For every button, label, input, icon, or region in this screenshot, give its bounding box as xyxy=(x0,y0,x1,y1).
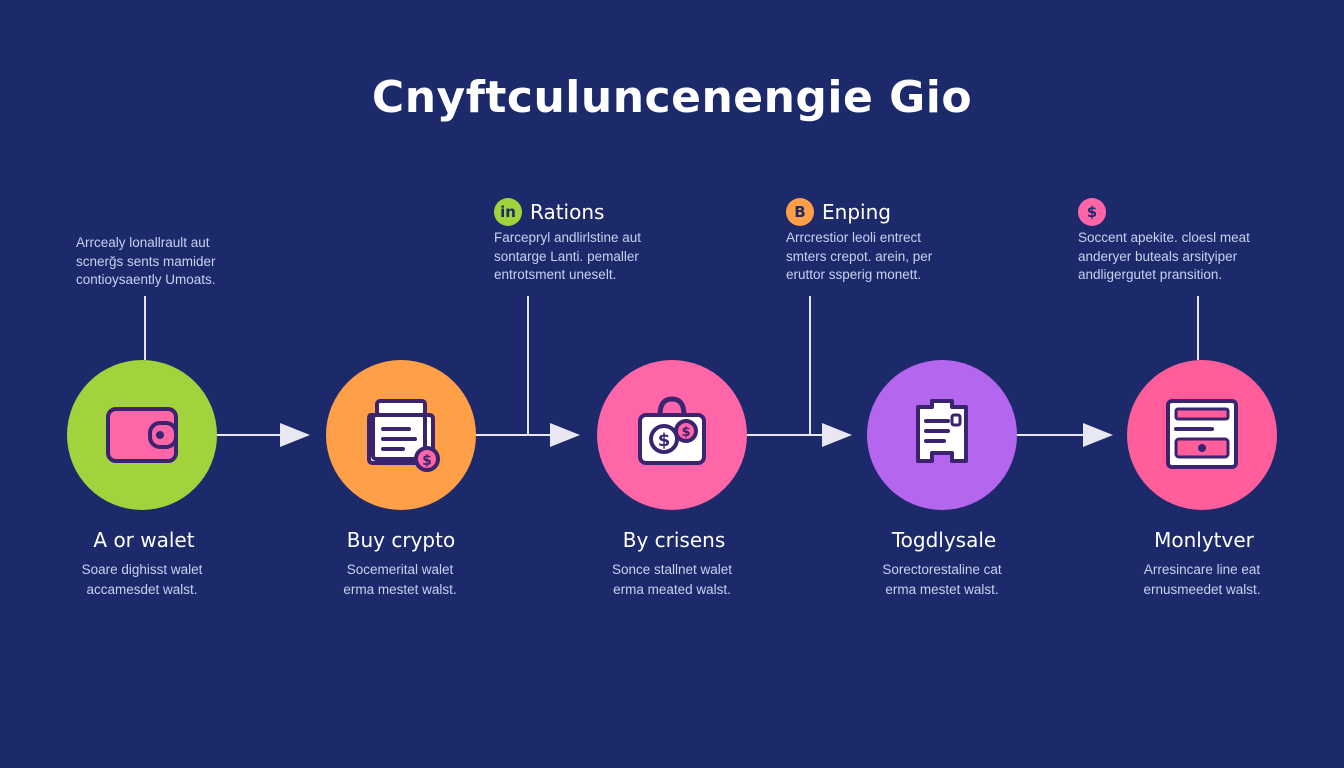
arrow-right-icon xyxy=(822,423,852,447)
step-3-circle: $ $ xyxy=(597,360,747,510)
dollar-icon: $ xyxy=(1078,198,1106,226)
callout-description: Arrcrestior leoli entrect smters crepot.… xyxy=(786,230,933,282)
callout-connector-line xyxy=(527,296,529,434)
callout-2: in Rations Farcepryl andlirlstine aut so… xyxy=(494,197,694,285)
arrow-right-icon xyxy=(550,423,580,447)
arrow-right-icon xyxy=(1083,423,1113,447)
svg-text:$: $ xyxy=(422,453,432,469)
step-4-title: Togdlysale xyxy=(891,528,997,552)
callout-connector-line xyxy=(144,296,146,360)
flow-connector xyxy=(1016,434,1111,436)
page-title: Cnyftculuncenengie Gio xyxy=(371,72,973,123)
callout-title: Enping xyxy=(822,200,891,224)
arrow-right-icon xyxy=(280,423,310,447)
step-5-description: Arresincare line eat ernusmeedet walst. xyxy=(1143,562,1261,597)
bitcoin-icon: B xyxy=(786,198,814,226)
callout-4: $ Soccent apekite. cloesl meat anderyer … xyxy=(1078,197,1298,285)
step-2-description: Socemerital walet erma mestet walst. xyxy=(343,562,457,597)
flow-connector xyxy=(476,434,576,436)
step-1-description: Soare dighisst walet accamesdet walst. xyxy=(81,562,203,597)
step-2-title: Buy crypto xyxy=(346,528,456,552)
step-1-title: A or walet xyxy=(93,528,195,552)
document-coin-icon: $ xyxy=(367,399,440,472)
callout-1: Arrcealy lonallrault aut scnerğs sents m… xyxy=(76,234,276,290)
step-2-circle: $ xyxy=(326,360,476,510)
step-3-description: Sonce stallnet walet erma meated walst. xyxy=(611,562,733,597)
callout-title: Rations xyxy=(530,200,605,224)
receipt-icon xyxy=(916,399,968,463)
callout-description: Farcepryl andlirlstine aut sontarge Lant… xyxy=(494,230,642,282)
step-3-title: By crisens xyxy=(622,528,726,552)
step-4-description: Sorectorestaline cat erma mestet walst. xyxy=(882,562,1002,597)
wallet-icon xyxy=(106,407,178,463)
callout-connector-line xyxy=(1197,296,1199,360)
flow-connector xyxy=(746,434,846,436)
callout-description: Arrcealy lonallrault aut scnerğs sents m… xyxy=(76,235,216,287)
step-1-circle xyxy=(67,360,217,510)
card-icon xyxy=(1166,399,1238,469)
step-5-title: Monlytver xyxy=(1154,528,1254,552)
step-5-circle xyxy=(1127,360,1277,510)
callout-description: Soccent apekite. cloesl meat anderyer bu… xyxy=(1078,230,1250,282)
svg-text:$: $ xyxy=(658,430,671,451)
linkedin-icon: in xyxy=(494,198,522,226)
coin-bag-icon: $ $ xyxy=(638,396,706,465)
callout-3: B Enping Arrcrestior leoli entrect smter… xyxy=(786,197,986,285)
step-4-circle xyxy=(867,360,1017,510)
svg-text:$: $ xyxy=(681,425,690,440)
callout-connector-line xyxy=(809,296,811,434)
flow-connector xyxy=(217,434,307,436)
